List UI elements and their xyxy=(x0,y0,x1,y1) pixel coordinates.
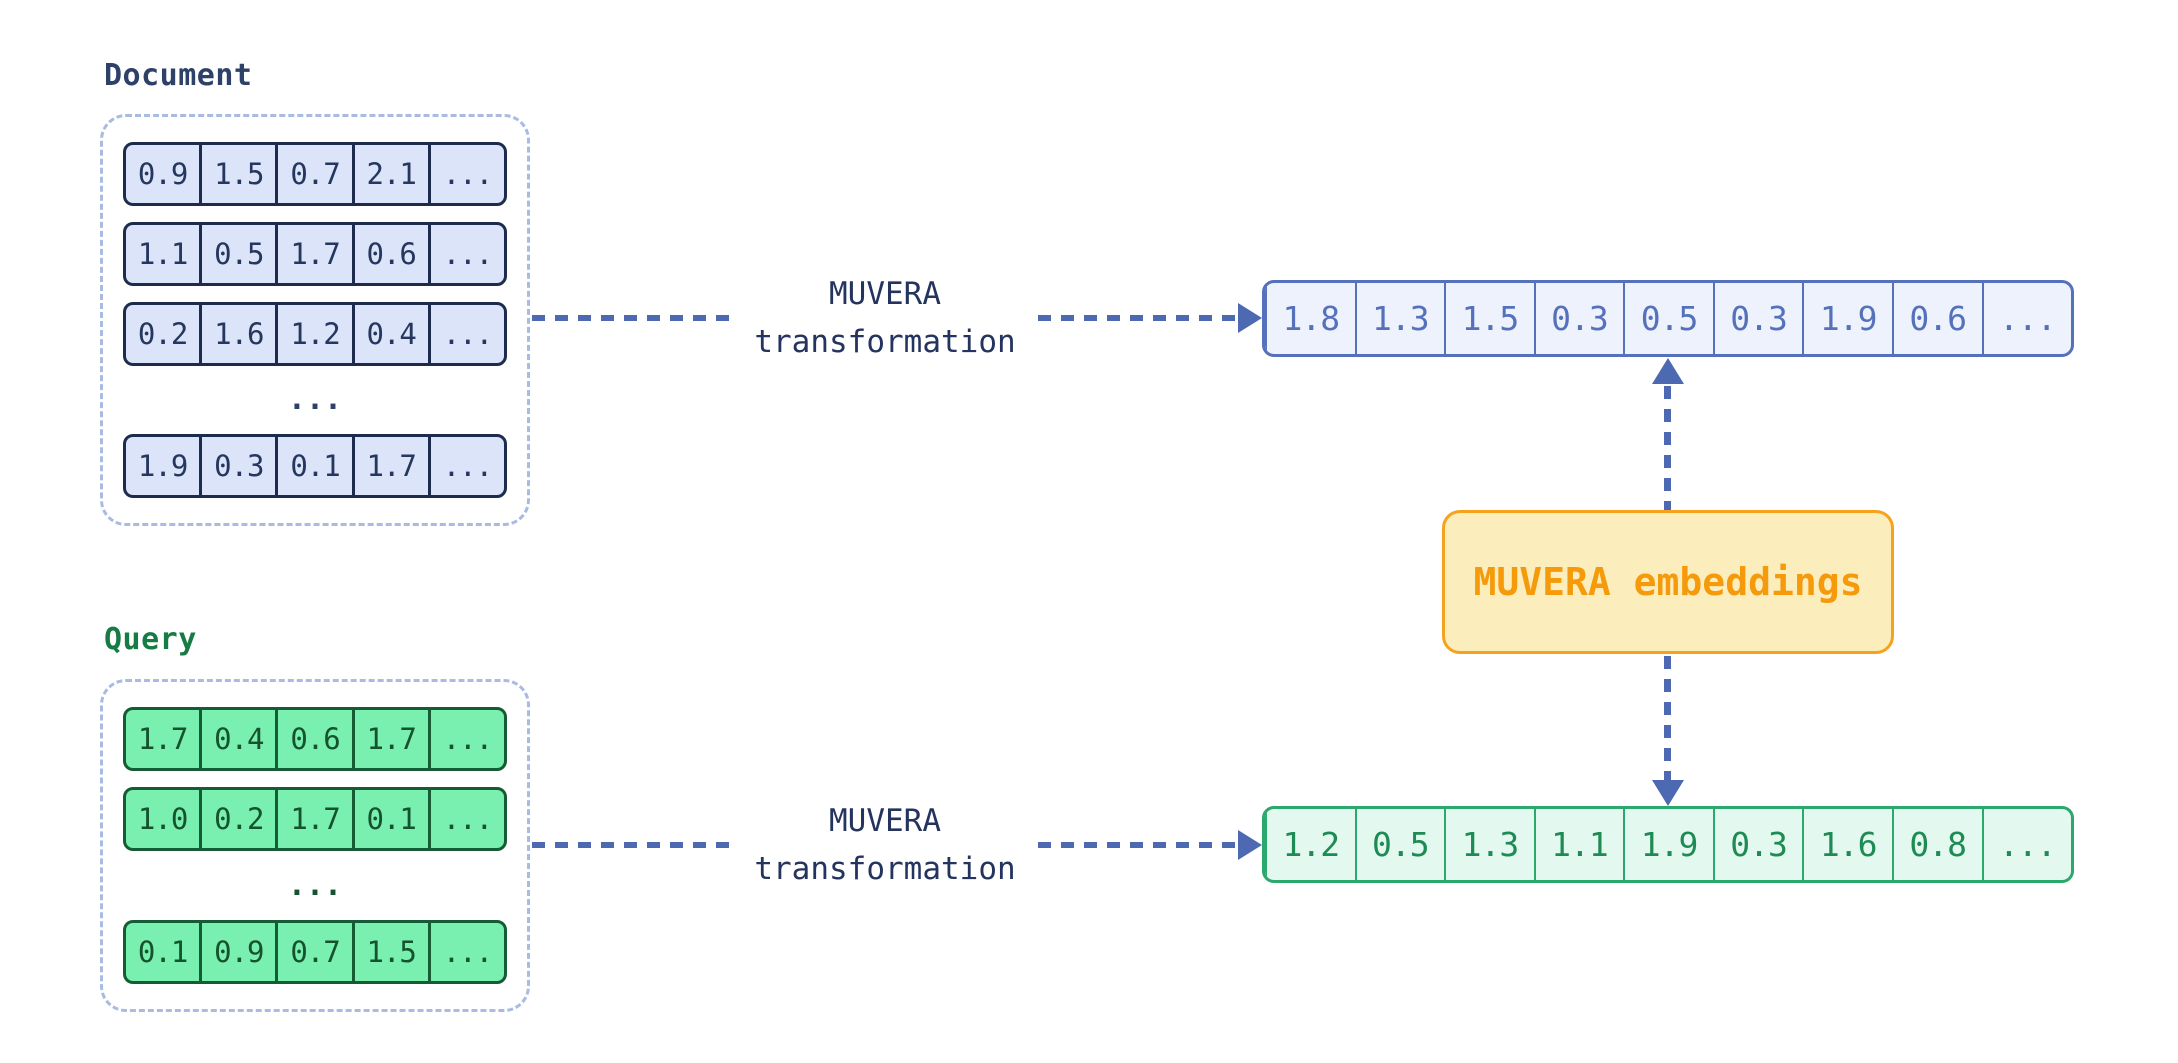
vector-cell: 0.5 xyxy=(1623,283,1713,354)
vector-cell: ... xyxy=(1981,809,2072,880)
vector-cell: 0.9 xyxy=(199,922,275,981)
vector-cell: 0.6 xyxy=(351,225,428,283)
dashed-line xyxy=(1037,315,1239,321)
document-label: Document xyxy=(104,58,253,93)
vector-cell: 1.3 xyxy=(1354,283,1445,354)
vector-cell: 1.5 xyxy=(351,922,428,981)
vector-cell: 1.9 xyxy=(1623,809,1713,880)
vector-cell: ... xyxy=(427,710,504,768)
muvera-embeddings-label: MUVERA embeddings xyxy=(1473,560,1863,604)
vector-cell: ... xyxy=(427,225,504,283)
arrow-up-icon xyxy=(1652,358,1684,384)
vector-cell: 1.7 xyxy=(275,225,351,283)
vector-cell: 1.8 xyxy=(1265,283,1355,354)
vector-cell: 0.9 xyxy=(137,157,188,191)
vector-cell: 0.2 xyxy=(199,790,275,849)
vector-cell: 0.6 xyxy=(1891,283,1982,354)
vector-cell: 0.7 xyxy=(275,922,351,981)
dashed-line xyxy=(532,842,733,848)
vector-cell: 0.2 xyxy=(137,317,188,351)
arrow-right-icon xyxy=(1238,830,1263,860)
document-transform-flow: MUVERA transformation xyxy=(532,270,1263,366)
muvera-transformation-label: MUVERA transformation xyxy=(748,270,1021,366)
transform-label-line1: MUVERA xyxy=(829,276,941,312)
vector-cell: 0.4 xyxy=(199,710,275,768)
vector-cell: 1.2 xyxy=(1265,809,1355,880)
dashed-line xyxy=(1037,842,1239,848)
vector-cell: 0.7 xyxy=(275,145,351,203)
vector-cell: 0.3 xyxy=(1712,283,1803,354)
transform-label-line2: transformation xyxy=(754,324,1016,360)
vector-cell: 1.7 xyxy=(351,710,428,768)
vector-cell: 1.6 xyxy=(1802,809,1892,880)
dashed-line-vertical xyxy=(1664,386,1671,510)
vector-cell: 1.9 xyxy=(1802,283,1892,354)
vector-cell: 0.3 xyxy=(199,437,275,495)
vector-cell: 1.2 xyxy=(275,305,351,363)
vector-cell: 1.1 xyxy=(1533,809,1624,880)
vector-cell: 0.8 xyxy=(1891,809,1982,880)
vector-cell: 0.6 xyxy=(275,710,351,768)
document-rows-ellipsis: ... xyxy=(287,382,343,417)
muvera-embeddings-box: MUVERA embeddings xyxy=(1442,510,1894,654)
vector-cell: ... xyxy=(427,305,504,363)
vector-cell: 1.0 xyxy=(137,802,188,837)
vector-cell: 1.7 xyxy=(351,437,428,495)
vector-cell: 1.5 xyxy=(1444,283,1534,354)
vector-cell: 0.3 xyxy=(1533,283,1624,354)
arrow-down-icon xyxy=(1652,780,1684,806)
query-label: Query xyxy=(104,622,197,657)
vector-cell: ... xyxy=(427,437,504,495)
vector-cell: 0.5 xyxy=(199,225,275,283)
vector-cell: 0.3 xyxy=(1712,809,1803,880)
vector-cell: 1.7 xyxy=(275,790,351,849)
dashed-line xyxy=(532,315,733,321)
vector-cell: 2.1 xyxy=(351,145,428,203)
vector-cell: 1.6 xyxy=(199,305,275,363)
query-rows-ellipsis: ... xyxy=(287,867,343,903)
vector-cell: 1.1 xyxy=(137,237,188,271)
muvera-transformation-label: MUVERA transformation xyxy=(748,797,1021,893)
vector-cell: 1.9 xyxy=(137,449,188,483)
vector-cell: 0.5 xyxy=(1354,809,1445,880)
vector-cell: 1.3 xyxy=(1444,809,1534,880)
vector-cell: 0.4 xyxy=(351,305,428,363)
vector-cell: 0.1 xyxy=(351,790,428,849)
arrow-right-icon xyxy=(1238,303,1263,333)
vector-cell: 0.1 xyxy=(275,437,351,495)
vector-cell: ... xyxy=(427,145,504,203)
dashed-line-vertical xyxy=(1664,656,1671,780)
query-transform-flow: MUVERA transformation xyxy=(532,797,1263,893)
vector-cell: 1.7 xyxy=(137,722,188,756)
vector-cell: ... xyxy=(427,790,504,849)
vector-cell: ... xyxy=(427,922,504,981)
transform-label-line2: transformation xyxy=(754,851,1016,887)
vector-cell: 1.5 xyxy=(199,145,275,203)
transform-label-line1: MUVERA xyxy=(829,803,941,839)
vector-cell: 0.1 xyxy=(137,934,188,969)
vector-cell: ... xyxy=(1981,283,2072,354)
